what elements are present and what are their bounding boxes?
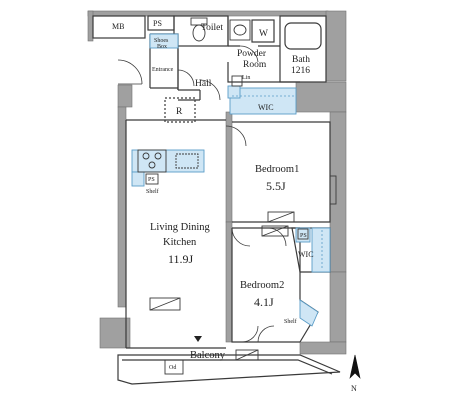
north-label: N <box>351 384 357 393</box>
entry-marker <box>194 336 202 342</box>
bedroom1-size: 5.5J <box>266 179 286 193</box>
shoes-box-label-1: Shoes <box>154 38 169 44</box>
lin-label: Lin <box>242 75 250 81</box>
r-label: R <box>176 107 183 117</box>
shelf-bed2-label: Shelf <box>284 318 297 325</box>
fixtures <box>137 17 337 375</box>
ldk-size: 11.9J <box>168 252 194 266</box>
mb-label: MB <box>112 22 124 31</box>
shelf-lines <box>232 95 323 270</box>
w-label: W <box>259 29 268 39</box>
ps-kitchen-label: PS <box>148 177 155 183</box>
shelf-kitchen-label: Shelf <box>146 188 159 195</box>
entrance-label: Entrance <box>152 67 174 73</box>
bedroom1-label: Bedroom1 <box>255 164 299 175</box>
od-label: Od <box>169 365 176 371</box>
compass: N <box>349 354 361 393</box>
north-arrow-icon <box>349 354 361 379</box>
ldk-label-2: Kitchen <box>163 237 197 248</box>
bath-label: Bath <box>292 55 310 65</box>
wic1-label: WIC <box>258 103 274 112</box>
ps-wic2-label: PS <box>300 233 307 239</box>
bedroom2-size: 4.1J <box>254 295 274 309</box>
hall-label: Hall <box>195 79 212 89</box>
labels: MB PS Toilet W Shoes Box Powder Room Bat… <box>112 19 314 371</box>
bedroom2-label: Bedroom2 <box>240 280 284 291</box>
toilet-label: Toilet <box>201 23 223 33</box>
balcony-label: Balcony <box>190 350 226 361</box>
doors <box>117 45 287 343</box>
shoes-box-label-2: Box <box>157 44 167 50</box>
walls <box>87 10 347 355</box>
ldk-label-1: Living Dining <box>150 222 211 233</box>
wic2-label: WIC <box>298 250 314 259</box>
powder-room-label-2: Room <box>243 60 267 70</box>
ps-top-label: PS <box>153 19 162 28</box>
powder-room-label-1: Powder <box>237 49 267 59</box>
bath-size-label: 1216 <box>291 66 310 76</box>
closets <box>131 33 331 327</box>
